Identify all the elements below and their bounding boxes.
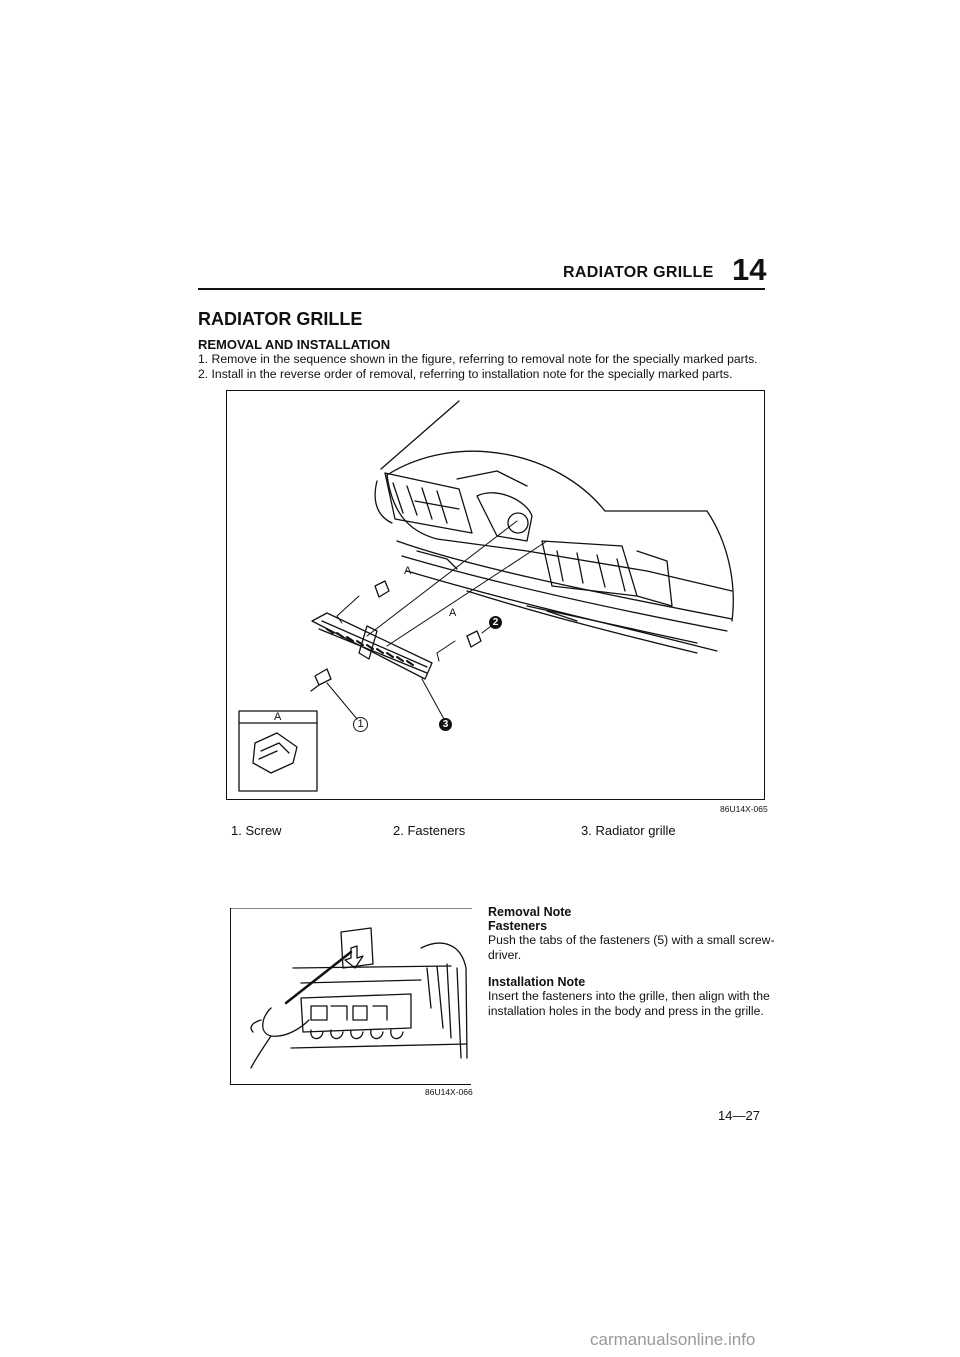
- page-title: RADIATOR GRILLE: [198, 309, 363, 329]
- removal-note-title: Removal Note: [488, 905, 572, 919]
- legend-item: 2. Fasteners: [393, 823, 466, 838]
- callout-1: 1: [353, 717, 368, 732]
- legend-item: 1. Screw: [231, 823, 282, 838]
- callout-2: 2: [489, 616, 502, 629]
- page-number: 14—27: [718, 1108, 760, 1123]
- removal-note-text: driver.: [488, 948, 522, 962]
- callout-a: A: [274, 711, 282, 723]
- figure-1-frame: A A A 1 2 3: [226, 390, 765, 800]
- removal-note-text: Push the tabs of the fasteners (5) with …: [488, 933, 775, 947]
- figure-1-illustration: [238, 400, 734, 792]
- section-heading: REMOVAL AND INSTALLATION: [198, 337, 391, 352]
- figure-2-frame: [230, 908, 472, 1085]
- installation-note-text: installation holes in the body and press…: [488, 1004, 764, 1018]
- instruction-step-1: 1. Remove in the sequence shown in the f…: [198, 352, 758, 366]
- header-section-title: RADIATOR GRILLE: [563, 264, 714, 281]
- figure-2-code: 86U14X-066: [425, 1087, 473, 1097]
- callout-a: A: [404, 565, 412, 577]
- figure-1-code: 86U14X-065: [720, 804, 768, 814]
- callout-a: A: [449, 607, 457, 619]
- installation-note-title: Installation Note: [488, 975, 586, 989]
- removal-note-subtitle: Fasteners: [488, 919, 548, 933]
- installation-note-text: Insert the fasteners into the grille, th…: [488, 989, 770, 1003]
- callout-3: 3: [439, 718, 452, 731]
- header-rule: [198, 288, 765, 290]
- legend-item: 3. Radiator grille: [581, 823, 676, 838]
- watermark: carmanualsonline.info: [590, 1330, 756, 1349]
- instruction-step-2: 2. Install in the reverse order of remov…: [198, 367, 733, 381]
- header-section-number: 14: [732, 252, 767, 287]
- figure-2-illustration: [231, 908, 472, 1069]
